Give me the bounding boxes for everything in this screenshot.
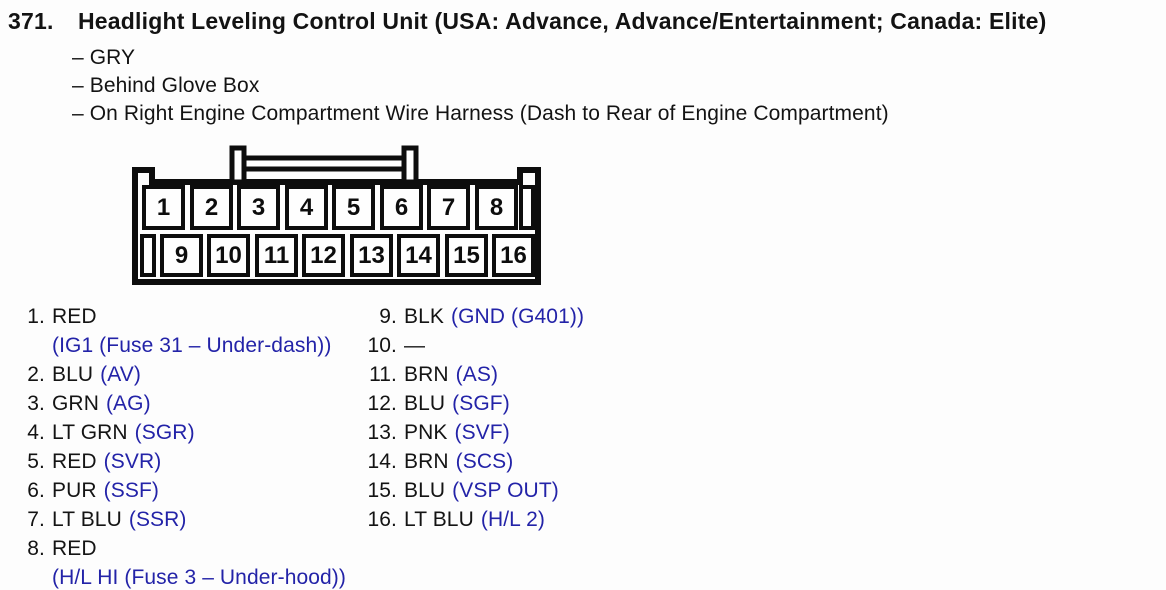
signal-label: (AV) xyxy=(100,363,141,386)
detail-line-harness: – On Right Engine Compartment Wire Harne… xyxy=(72,102,889,125)
pin-row-9: 9. BLK (GND (G401)) xyxy=(363,302,683,331)
signal-label: (VSP OUT) xyxy=(452,479,559,502)
pin-number: 12. xyxy=(367,392,397,415)
detail-line-color: – GRY xyxy=(72,46,136,69)
pin-cavity-16: 16 xyxy=(492,234,535,277)
pin-number: 16. xyxy=(367,508,397,531)
pin-number: 2. xyxy=(27,363,45,386)
pin-number: 13. xyxy=(367,421,397,444)
signal-label: (SGR) xyxy=(134,421,195,444)
signal-label: (SVR) xyxy=(103,450,162,473)
wire-color: RED xyxy=(52,305,97,328)
pin-cavity-12: 12 xyxy=(302,234,345,277)
pin-cavity-15: 15 xyxy=(445,234,488,277)
wire-color: BLU xyxy=(52,363,94,386)
pin-cavity-5: 5 xyxy=(332,185,375,230)
pin-row-2: 2. BLU (AV) xyxy=(18,360,353,389)
pin-cavity-6: 6 xyxy=(380,185,423,230)
pin-row-10: 10. — xyxy=(363,331,683,360)
wire-color: BLU xyxy=(404,392,446,415)
wire-color: LT GRN xyxy=(52,421,128,444)
detail-lines: – GRY – Behind Glove Box – On Right Engi… xyxy=(72,44,889,128)
pin-row-11: 11. BRN (AS) xyxy=(363,360,683,389)
signal-label: (SVF) xyxy=(454,421,510,444)
pin-list-right: 9. BLK (GND (G401)) 10. — 11. BRN (AS) 12.… xyxy=(363,302,683,534)
page-title-row: 371. Headlight Leveling Control Unit (US… xyxy=(8,7,1162,35)
pin-cavity-9: 9 xyxy=(160,234,203,277)
wire-color: BLU xyxy=(404,479,446,502)
pin-cavity-3: 3 xyxy=(237,185,280,230)
pin-row-14: 14. BRN (SCS) xyxy=(363,447,683,476)
signal-label: (SCS) xyxy=(455,450,514,473)
pin-cavity-4: 4 xyxy=(285,185,328,230)
pin-row-12: 12. BLU (SGF) xyxy=(363,389,683,418)
pin-row-4: 4. LT GRN (SGR) xyxy=(18,418,353,447)
signal-label: (IG1 (Fuse 31 – Under-dash)) xyxy=(52,334,332,357)
pin-cavity-11: 11 xyxy=(255,234,298,277)
pin-number: 6. xyxy=(27,479,45,502)
signal-label: (AS) xyxy=(455,363,499,386)
pin-row-15: 15. BLU (VSP OUT) xyxy=(363,476,683,505)
pin-row-6: 6. PUR (SSF) xyxy=(18,476,353,505)
signal-label: (H/L HI (Fuse 3 – Under-hood)) xyxy=(52,566,346,589)
pin-number: 4. xyxy=(27,421,45,444)
blank-cavity-top-right xyxy=(519,185,535,230)
connector-diagram: 1 2 3 4 5 6 7 8 9 10 11 12 13 14 15 16 xyxy=(130,143,545,290)
pin-row-5: 5. RED (SVR) xyxy=(18,447,353,476)
pin-cavity-14: 14 xyxy=(397,234,440,277)
pin-cavity-13: 13 xyxy=(350,234,393,277)
wire-color: PNK xyxy=(404,421,448,444)
pin-cavity-2: 2 xyxy=(190,185,233,230)
pin-row-13: 13. PNK (SVF) xyxy=(363,418,683,447)
pin-number: 5. xyxy=(27,450,45,473)
wire-color: RED xyxy=(52,450,97,473)
signal-label: (AG) xyxy=(105,392,151,415)
pin-number: 7. xyxy=(27,508,45,531)
signal-label: (GND (G401)) xyxy=(451,305,585,328)
pin-number: 14. xyxy=(367,450,397,473)
wire-color: LT BLU xyxy=(52,508,122,531)
pin-number: 15. xyxy=(367,479,397,502)
pin-row-1: 1. RED (IG1 (Fuse 31 – Under-dash)) xyxy=(18,302,353,360)
pin-row-7: 7. LT BLU (SSR) xyxy=(18,505,353,534)
pin-number: 3. xyxy=(27,392,45,415)
wire-color: BRN xyxy=(404,363,449,386)
pin-row-16: 16. LT BLU (H/L 2) xyxy=(363,505,683,534)
signal-label: (H/L 2) xyxy=(480,508,545,531)
pin-cavity-8: 8 xyxy=(475,185,518,230)
pin-number: 8. xyxy=(27,537,45,560)
pin-number: 10. xyxy=(367,334,397,357)
pin-row-8: 8. RED (H/L HI (Fuse 3 – Under-hood)) xyxy=(18,534,353,590)
pin-number: 9. xyxy=(379,305,397,328)
wire-color: BLK xyxy=(404,305,444,328)
pin-cavity-7: 7 xyxy=(427,185,470,230)
wire-color: RED xyxy=(52,537,97,560)
pin-cavity-10: 10 xyxy=(207,234,250,277)
pin-row-3: 3. GRN (AG) xyxy=(18,389,353,418)
detail-line-location: – Behind Glove Box xyxy=(72,74,260,97)
wire-color: PUR xyxy=(52,479,97,502)
pin-number: 11. xyxy=(369,363,397,386)
signal-label: (SSR) xyxy=(128,508,187,531)
wire-color: BRN xyxy=(404,450,449,473)
page-title: Headlight Leveling Control Unit (USA: Ad… xyxy=(78,8,1047,34)
pin-number: 1. xyxy=(27,305,45,328)
blank-cavity-bottom-left xyxy=(140,234,156,277)
pin-list-left: 1. RED (IG1 (Fuse 31 – Under-dash)) 2. BL… xyxy=(18,302,353,590)
wire-color: — xyxy=(404,334,426,357)
signal-label: (SSF) xyxy=(103,479,159,502)
item-number: 371. xyxy=(8,8,54,34)
wire-color: LT BLU xyxy=(404,508,474,531)
signal-label: (SGF) xyxy=(452,392,510,415)
wire-color: GRN xyxy=(52,392,99,415)
pin-cavity-1: 1 xyxy=(142,185,185,230)
